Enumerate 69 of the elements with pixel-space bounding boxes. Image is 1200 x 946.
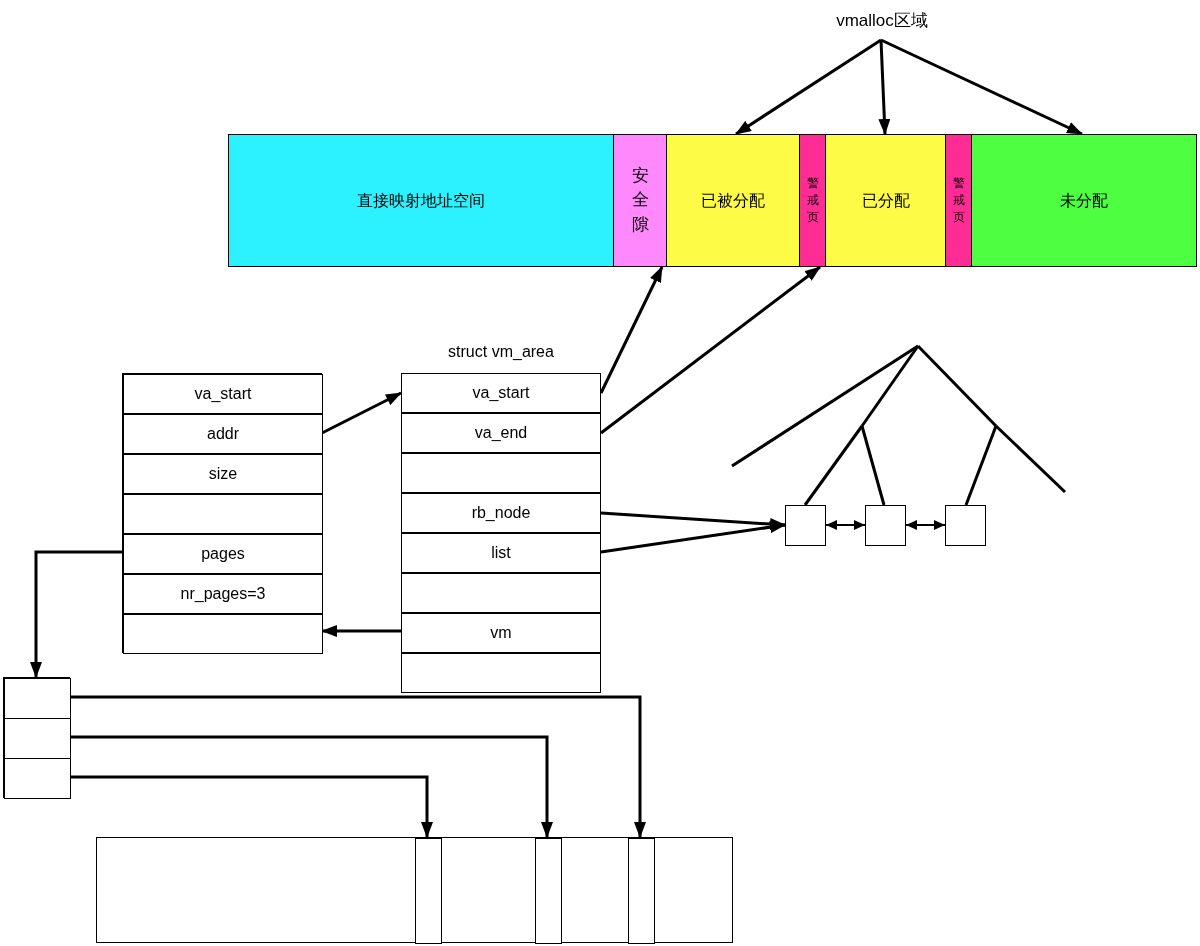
- memory-segment: [971, 134, 1197, 267]
- arrow: [321, 625, 401, 637]
- field-cell: [401, 413, 601, 453]
- field-name: va_start: [472, 383, 530, 403]
- arrow: [70, 775, 433, 838]
- memory-segment: [799, 134, 826, 267]
- page-slot: [628, 838, 655, 944]
- tree-branch: [860, 425, 886, 506]
- field-cell: [123, 614, 323, 654]
- segment-label: 警戒页: [806, 175, 819, 226]
- arrow: [600, 265, 821, 435]
- struct-title: struct vm_area: [447, 342, 555, 362]
- field-cell: [123, 414, 323, 454]
- memory-segment: [825, 134, 946, 267]
- pointer-cell: [4, 758, 71, 799]
- double-arrow: [825, 520, 866, 530]
- pointer-cell: [4, 718, 71, 759]
- segment-label: 已被分配: [701, 190, 765, 211]
- field-name: va_start: [194, 384, 252, 404]
- arrow: [70, 695, 646, 838]
- arrow: [599, 266, 664, 394]
- field-name: rb_node: [471, 503, 531, 523]
- arrow: [600, 521, 786, 554]
- region-label: vmalloc区域: [820, 6, 944, 40]
- field-name: va_end: [474, 423, 528, 443]
- double-arrow: [905, 520, 946, 530]
- field-name: vm: [490, 623, 512, 643]
- field-cell: [123, 494, 323, 534]
- memory-segment: [613, 134, 667, 267]
- field-cell: [401, 533, 601, 573]
- field-cell: [401, 653, 601, 693]
- field-cell: [123, 534, 323, 574]
- arrow: [321, 391, 402, 435]
- list-node-box: [785, 505, 826, 546]
- list-node-box: [865, 505, 906, 546]
- memory-strip: [96, 837, 733, 943]
- field-cell: [401, 453, 601, 493]
- memory-segment: [666, 134, 800, 267]
- list-node-box: [945, 505, 986, 546]
- field-name: size: [208, 464, 238, 484]
- segment-label: 安全隙: [631, 164, 649, 236]
- field-cell: [401, 573, 601, 613]
- pointer-array: [3, 677, 70, 798]
- arrow: [735, 38, 882, 136]
- field-cell: [401, 613, 601, 653]
- tree-branch: [803, 425, 864, 506]
- segment-label: 警戒页: [952, 175, 965, 226]
- segment-label: 已分配: [861, 190, 910, 211]
- segment-label: 直接映射地址空间: [357, 190, 485, 211]
- field-name: list: [491, 543, 511, 563]
- arrow: [878, 39, 891, 135]
- field-cell: [401, 493, 601, 533]
- memory-segment: [945, 134, 972, 267]
- field-cell: [123, 374, 323, 414]
- page-slot: [415, 838, 442, 944]
- memory-segment: [228, 134, 614, 267]
- page-slot: [535, 838, 562, 944]
- field-name: nr_pages=3: [180, 584, 266, 604]
- field-cell: [123, 574, 323, 614]
- segment-label: 未分配: [1060, 190, 1108, 211]
- arrow: [30, 550, 122, 678]
- struct-box: [122, 373, 322, 653]
- arrow: [70, 735, 553, 838]
- tree-branch: [964, 425, 998, 506]
- pointer-cell: [4, 678, 71, 719]
- field-cell: [123, 454, 323, 494]
- arrow: [880, 38, 1083, 136]
- field-name: addr: [207, 424, 239, 444]
- field-name: pages: [201, 544, 245, 564]
